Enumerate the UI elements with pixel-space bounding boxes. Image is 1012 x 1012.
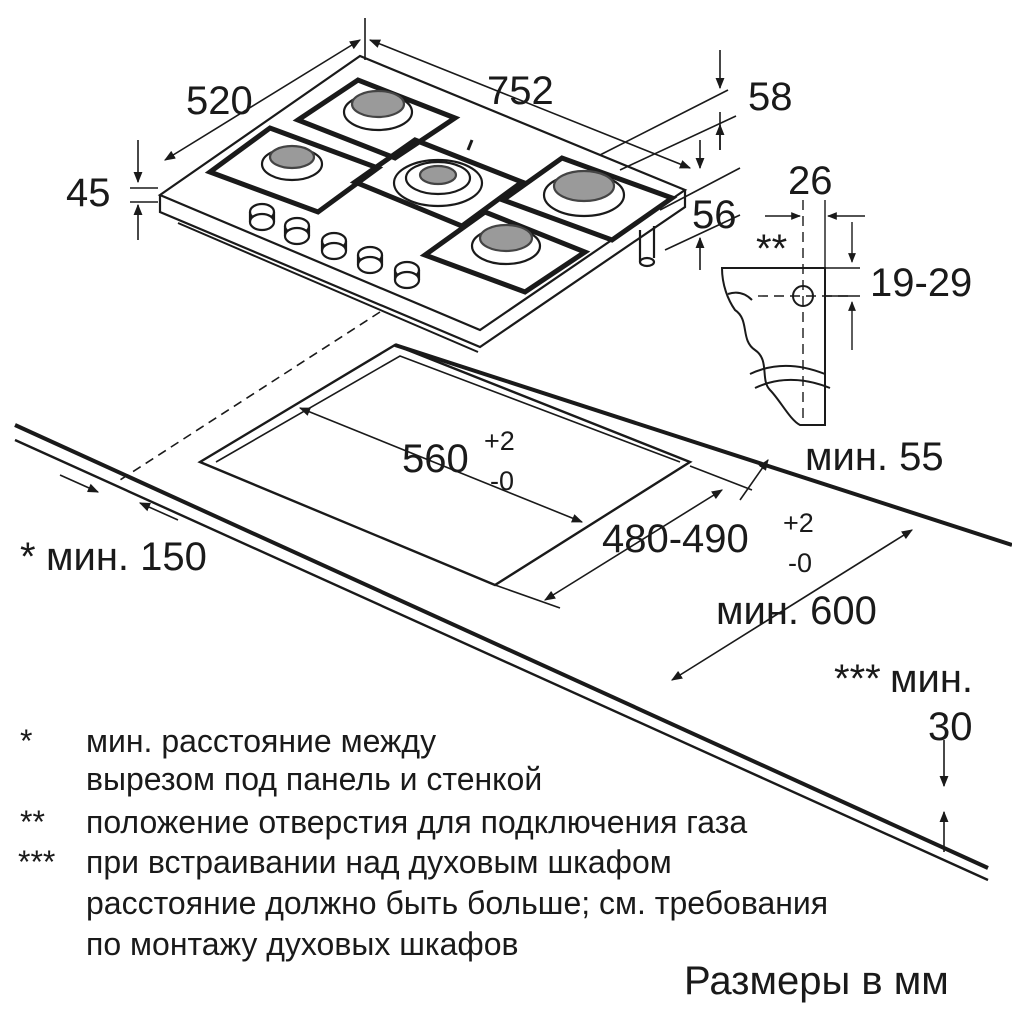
gas-hole-marker: ** (756, 227, 787, 271)
dim-min-150-marker: * (20, 535, 36, 579)
dim-height-58: 58 (748, 75, 793, 119)
dim-min-30-marker: *** (834, 657, 881, 701)
note-2-line-1: положение отверстия для подключения газа (86, 804, 747, 840)
dim-cutout-depth-tol-minus: -0 (788, 548, 812, 578)
dim-cutout-width-tol-plus: +2 (484, 426, 515, 456)
dim-height-45: 45 (66, 171, 111, 215)
cutout (197, 343, 693, 587)
gas-connector (638, 226, 656, 268)
dim-depth-520: 520 (186, 79, 253, 123)
burner (260, 144, 324, 182)
dim-cutout-depth: 480-490 (602, 517, 749, 561)
dim-cutout-width-tol-minus: -0 (490, 466, 514, 496)
pan-support (497, 155, 678, 243)
note-3-marker: *** (18, 844, 55, 880)
worktop-edge-profile (720, 267, 826, 426)
worktop (14, 343, 1012, 882)
note-1-line-2: вырезом под панель и стенкой (86, 761, 542, 797)
dim-min-55: мин. 55 (805, 435, 944, 479)
dim-range-19-29: 19-29 (870, 261, 972, 305)
dim-cutout-width: 560 (402, 437, 469, 481)
control-knob (283, 216, 311, 246)
dim-min-150: мин. 150 (46, 535, 207, 579)
note-3-line-2: расстояние должно быть больше; см. требо… (86, 885, 828, 921)
hob-front-edge (158, 190, 687, 349)
burner (542, 169, 626, 218)
dim-offset-26: 26 (788, 159, 833, 203)
note-2-marker: ** (20, 804, 45, 840)
units-caption: Размеры в мм (684, 959, 949, 1003)
dim-min-30-value: 30 (928, 705, 973, 749)
dim-offset-56: 56 (692, 193, 737, 237)
note-3-line-1: при встраивании над духовым шкафом (86, 844, 672, 880)
note-1-line-1: мин. расстояние между (86, 723, 436, 759)
dim-min-600: мин. 600 (716, 589, 877, 633)
dim-min-30-label: мин. (890, 657, 973, 701)
dim-width-752: 752 (487, 69, 554, 113)
burner (470, 223, 542, 266)
control-knob (320, 231, 348, 261)
gas-connection-detail (720, 200, 865, 426)
pan-support (419, 209, 591, 295)
burner-wok (392, 158, 484, 208)
control-knob (393, 260, 421, 290)
control-knob (248, 202, 276, 232)
dim-cutout-depth-tol-plus: +2 (783, 508, 814, 538)
control-knob (356, 245, 384, 275)
notes-legend: * мин. расстояние между вырезом под пане… (18, 723, 828, 962)
note-1-marker: * (20, 723, 32, 759)
note-3-line-3: по монтажу духовых шкафов (86, 926, 519, 962)
